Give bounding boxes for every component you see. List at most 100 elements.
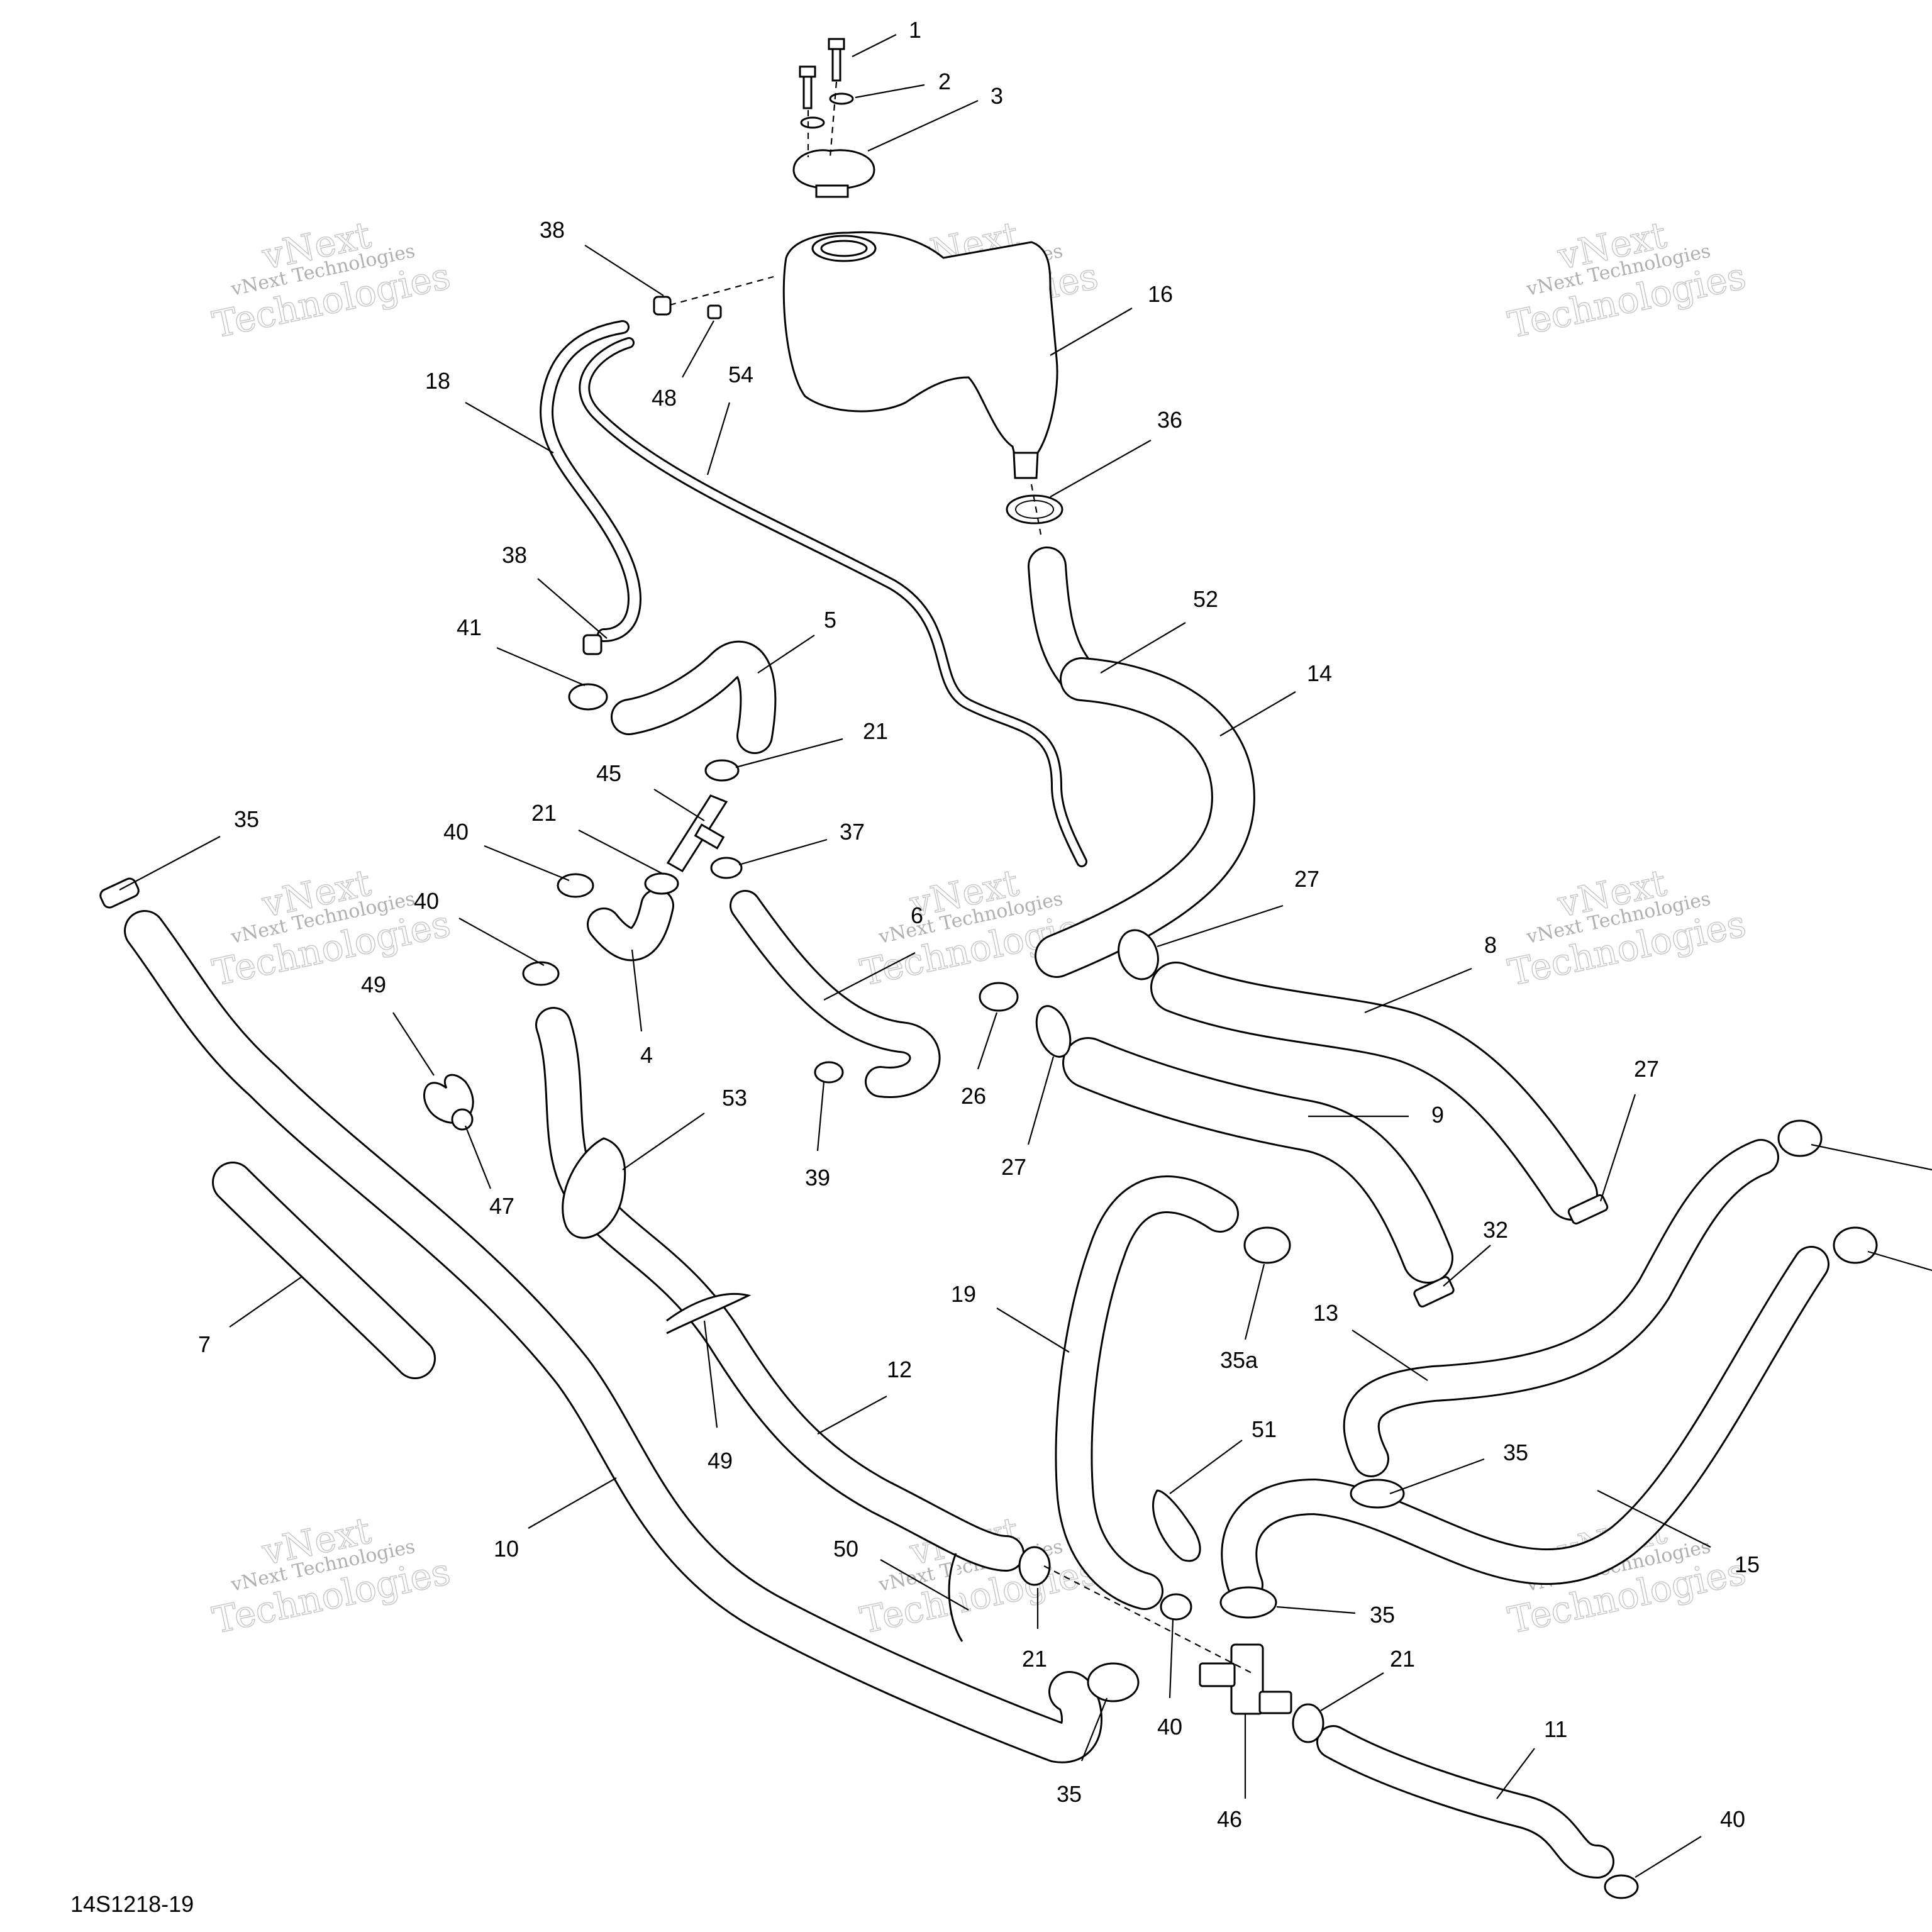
callout-40-bottom-right: 40 [1720,1806,1745,1832]
callout-41: 41 [457,614,482,640]
strap-53 [562,1137,626,1239]
callout-19: 19 [951,1281,976,1307]
callout-54: 54 [728,362,753,387]
callout-13: 13 [1313,1300,1338,1326]
watermark: vNext vNext Technologies Technologies [208,213,454,347]
clip-51 [1152,1489,1201,1562]
fitting-38-top [653,296,672,316]
callout-37: 37 [840,819,865,845]
clamp-32 [1413,1276,1455,1307]
callout-7: 7 [198,1331,211,1357]
watermark-group: vNext vNext Technologies Technologies vN… [208,213,1750,1642]
strap-49-lower [666,1292,752,1335]
clamp-27-c [1567,1194,1609,1224]
callout-6: 6 [911,902,923,928]
tee-fitting-45-branch [694,823,725,850]
callout-3: 3 [991,83,1003,109]
callout-1: 1 [909,17,921,43]
callout-4: 4 [640,1042,653,1068]
clamp-21-mid [644,872,679,895]
callout-21-lower-right: 21 [1390,1646,1415,1672]
clamp-40-lower [1160,1593,1192,1621]
bolt-1 [799,38,845,109]
callout-40-a: 40 [443,819,469,845]
callout-32: 32 [1483,1217,1508,1243]
callout-12: 12 [887,1357,912,1382]
callout-35a: 35a [1220,1347,1258,1373]
callout-21-upper: 21 [863,718,888,744]
callout-26: 26 [961,1083,986,1109]
clamp-40-bottom-right [1604,1874,1639,1899]
clamp-39 [814,1061,844,1084]
clamp-21-upper [704,759,740,782]
callout-21-lower-left: 21 [1022,1646,1047,1672]
diagram-reference-code: 14S1218-19 [70,1891,194,1917]
clamp-37 [710,857,743,879]
clamp-27-b [1035,1005,1072,1058]
hoses [124,320,1829,1879]
watermark: vNext vNext Technologies Technologies [208,860,454,994]
callout-5: 5 [824,607,836,633]
callout-35-hose-13: 35 [1503,1440,1528,1465]
strap-50 [948,1553,963,1642]
callout-53: 53 [722,1085,747,1111]
clamp-35-right-b [1833,1226,1878,1264]
clamp-35-hose-13 [1350,1479,1405,1509]
clamp-36 [1006,494,1063,525]
clamp-40-b [522,961,560,986]
callout-16: 16 [1148,281,1173,307]
callout-38: 38 [540,217,565,243]
callout-51: 51 [1252,1416,1277,1442]
callout-8: 8 [1484,932,1497,958]
watermark: vNext vNext Technologies Technologies [1504,860,1750,994]
clamp-21-lower-right [1292,1703,1324,1743]
callout-35-lower: 35 [1057,1781,1082,1807]
callout-9: 9 [1431,1102,1444,1128]
callout-11: 11 [1544,1716,1567,1742]
clamp-21-lower-left [1018,1546,1051,1586]
callout-36: 36 [1157,407,1182,433]
clamp-35-lower [1087,1662,1140,1702]
callout-10: 10 [494,1536,519,1562]
callout-47: 47 [489,1193,514,1219]
callout-35-top-left: 35 [234,806,259,832]
callout-14: 14 [1307,660,1332,686]
callout-38-lower: 38 [502,542,527,568]
callout-15: 15 [1735,1552,1760,1577]
callout-18: 18 [425,368,450,394]
nut-48 [707,304,722,319]
clip-47 [451,1108,474,1131]
clamp-35-right-a [1777,1119,1823,1157]
callout-27-c: 27 [1634,1056,1659,1082]
watermark: vNext vNext Technologies Technologies [208,1508,454,1642]
callout-27-b: 27 [1001,1154,1026,1180]
callout-27-a: 27 [1294,866,1319,892]
clamp-27-a [1118,929,1159,980]
callout-35-hose-15: 35 [1370,1602,1395,1628]
callout-2: 2 [938,69,951,94]
fitting-38-lower [582,634,602,655]
clamp-35a [1243,1226,1291,1264]
clamp-26 [979,982,1019,1012]
callout-39: 39 [805,1165,830,1191]
leader-lines [119,34,1932,1878]
callout-40-lower: 40 [1157,1714,1182,1740]
callout-52: 52 [1193,586,1218,612]
parts [99,38,1878,1899]
watermark: vNext vNext Technologies Technologies [1504,213,1750,347]
tee-fitting-46 [1199,1643,1292,1715]
clamp-35-top-left [99,877,140,909]
clamp-41 [568,683,608,711]
callout-49: 49 [361,972,386,997]
radiator-cap-3 [792,149,875,198]
callout-50: 50 [833,1536,858,1562]
callout-40-b: 40 [414,888,439,914]
callout-46: 46 [1217,1806,1242,1832]
callout-48: 48 [652,385,677,411]
coolant-reservoir-16 [782,231,1058,479]
callout-numbers: 1 2 3 38 16 18 48 54 36 38 52 41 5 14 21… [198,17,1760,1832]
callout-45: 45 [596,760,621,786]
clamp-35-hose-15 [1219,1586,1277,1619]
